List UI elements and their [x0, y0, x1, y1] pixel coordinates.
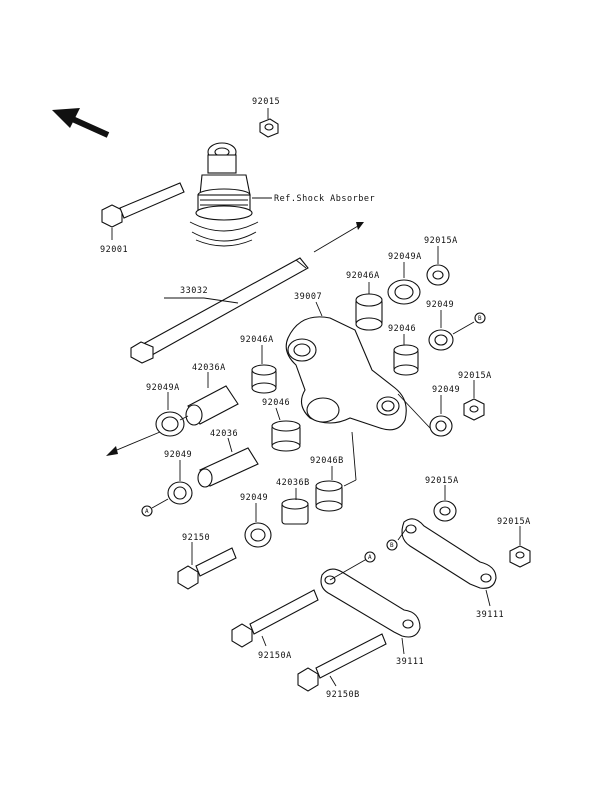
- bolt-92150: [177, 547, 237, 590]
- shock-absorber: [189, 142, 259, 247]
- sleeve-42036A: [185, 385, 239, 426]
- label-92049-left: 92049: [164, 450, 192, 460]
- bearing-92046-mid: [271, 420, 301, 452]
- label-92049A-top: 92049A: [388, 252, 422, 262]
- seal-92049A-left: [155, 411, 185, 437]
- label-92049-right-2: 92049: [432, 385, 460, 395]
- label-92049-right-1: 92049: [426, 300, 454, 310]
- marker-b-right: B: [474, 312, 486, 324]
- seal-92049-mid: [244, 522, 272, 548]
- sleeve-42036: [197, 447, 259, 488]
- marker-a-mid: A: [364, 551, 376, 563]
- label-92015A-top: 92015A: [424, 236, 458, 246]
- label-92015A-right-2: 92015A: [425, 476, 459, 486]
- bearing-92046B: [315, 480, 343, 512]
- label-39111-mid: 39111: [396, 657, 424, 667]
- label-42036B: 42036B: [276, 478, 310, 488]
- bolt-92150B: [297, 633, 387, 692]
- collar-92015A-right-3: [509, 545, 531, 568]
- collar-92015A-right-2: [433, 500, 457, 522]
- label-92046-mid: 92046: [262, 398, 290, 408]
- label-39007: 39007: [294, 292, 322, 302]
- seal-92049-right-2: [429, 415, 453, 437]
- label-92046A-mid: 92046A: [240, 335, 274, 345]
- collar-92015A-top: [426, 264, 450, 286]
- rocker-arm-39007: [285, 316, 407, 431]
- svg-text:B: B: [478, 315, 482, 322]
- marker-b-bottom: B: [386, 539, 398, 551]
- bearing-92046A-top: [355, 293, 383, 331]
- label-92049A-left: 92049A: [146, 383, 180, 393]
- label-92001: 92001: [100, 245, 128, 255]
- tie-rod-39111-mid: [320, 568, 421, 638]
- shaft-33032: [130, 257, 309, 364]
- sleeve-42036B: [281, 498, 309, 525]
- svg-text:A: A: [145, 508, 149, 515]
- label-92150B: 92150B: [326, 690, 360, 700]
- tie-rod-39111-right: [401, 518, 497, 589]
- label-92015A-right-3: 92015A: [497, 517, 531, 527]
- svg-text:B: B: [390, 542, 394, 549]
- seal-92049-left: [167, 481, 193, 505]
- label-92046A-top: 92046A: [346, 271, 380, 281]
- label-92150A: 92150A: [258, 651, 292, 661]
- label-92015-top: 92015: [252, 97, 280, 107]
- label-33032: 33032: [180, 286, 208, 296]
- label-92046-right: 92046: [388, 324, 416, 334]
- bearing-92046-right: [393, 344, 419, 376]
- label-92015A-right: 92015A: [458, 371, 492, 381]
- marker-a-left: A: [141, 505, 153, 517]
- label-92049-mid: 92049: [240, 493, 268, 503]
- nut-92015-top: [259, 118, 279, 138]
- bolt-92001: [101, 182, 185, 228]
- bolt-92150A: [231, 589, 319, 648]
- label-39111-right: 39111: [476, 610, 504, 620]
- label-92150: 92150: [182, 533, 210, 543]
- direction-arrow-icon: [52, 108, 110, 138]
- seal-92049A-top: [387, 279, 421, 305]
- label-42036: 42036: [210, 429, 238, 439]
- collar-92015A-right: [463, 398, 485, 421]
- label-92046B: 92046B: [310, 456, 344, 466]
- label-42036A: 42036A: [192, 363, 226, 373]
- svg-text:A: A: [368, 554, 372, 561]
- callout-shock-absorber: Ref.Shock Absorber: [274, 194, 375, 204]
- seal-92049-right-1: [428, 329, 454, 351]
- bearing-92046A-mid: [251, 364, 277, 394]
